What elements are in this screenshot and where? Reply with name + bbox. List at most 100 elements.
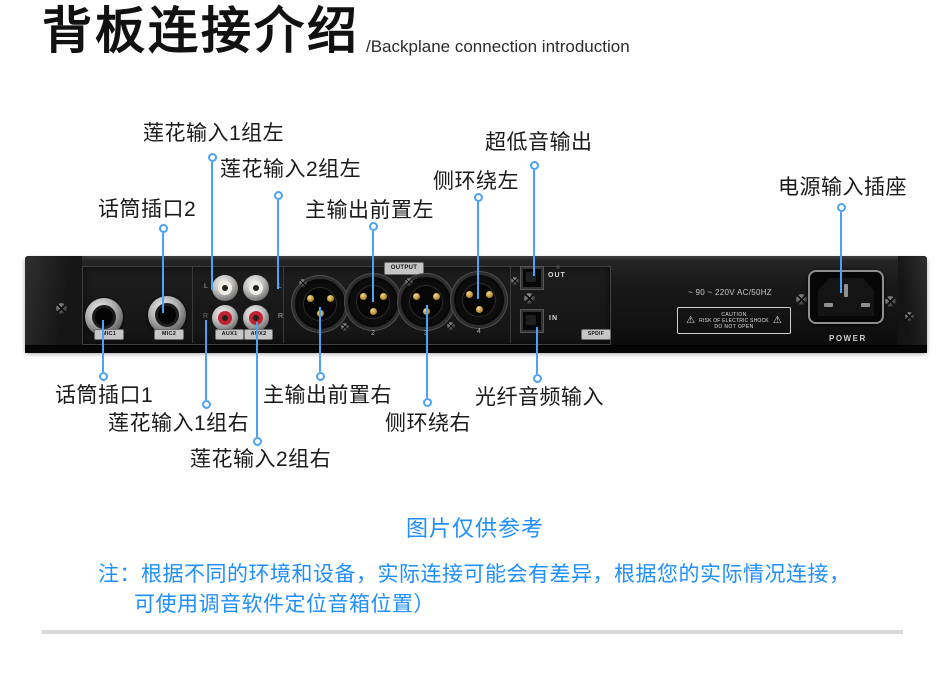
xlr-pin [380,293,387,300]
mic2-jack-hole [158,306,176,324]
rca-in2-left-hole [253,285,259,291]
optical-out-window [526,272,536,282]
callout-label-rca-input-2-left: 莲花输入2组左 [220,158,362,181]
panel-screw [796,294,807,305]
footer-divider [42,630,903,634]
callout-line-main-output-front-left [372,231,374,302]
callout-label-rca-input-1-right: 莲花输入1组右 [108,412,250,435]
rca-in1-right-hole [222,315,228,321]
callout-dot-power-input-socket [837,203,846,212]
callout-label-side-surround-left: 侧环绕左 [433,170,519,193]
callout-label-main-output-front-left: 主输出前置左 [305,199,434,222]
caution-text: CAUTION RISK OF ELECTRIC SHOCK DO NOT OP… [699,312,769,330]
channel-l-marker-right: L [278,283,283,290]
xlr-pin [360,293,367,300]
xlr-pin [466,291,473,298]
rca-in2-right-hole [253,315,259,321]
reference-note: 图片仅供参考 [405,516,544,541]
section-divider [283,266,284,343]
callout-dot-mic-jack-2 [159,224,168,233]
callout-line-rca-input-2-left [277,200,279,289]
panel-screw [405,278,413,286]
callout-line-rca-input-1-right [205,320,207,400]
aux2-label: AUX2 [245,330,272,339]
panel-screw [447,322,455,330]
power-inlet-pin [824,303,833,307]
mic1-jack-hole [95,308,113,326]
channel-r-marker-right: R [278,313,284,320]
caution-line-1: CAUTION [721,311,747,318]
xlr-pin [486,291,493,298]
aux1-label: AUX1 [216,330,243,339]
power-inlet-pin [861,303,870,307]
section-divider [192,266,193,343]
callout-dot-side-surround-right [423,398,432,407]
xlr-pin [476,306,483,313]
mic1-label: MIC1 [95,330,123,339]
callout-label-side-surround-right: 侧环绕右 [385,412,471,435]
callout-dot-rca-input-2-right [253,437,262,446]
callout-dot-rca-input-1-left [208,153,217,162]
callout-dot-rca-input-2-left [274,191,283,200]
xlr-pin [433,293,440,300]
callout-dot-main-output-front-left [369,222,378,231]
page-title: 背板连接介绍 [42,3,360,59]
callout-dot-optical-audio-input [533,374,542,383]
spdif-label: SPDIF [582,330,610,339]
panel-screw [524,293,535,304]
xlr-pin [327,295,334,302]
panel-screw [511,277,519,285]
pilot-hole [556,265,560,269]
callout-label-mic-jack-1: 话筒插口1 [55,384,154,407]
voltage-rating: ~ 90 ~ 220V AC/50HZ [688,288,772,297]
optical-in-label: IN [549,315,558,322]
panel-screw [299,279,307,287]
callout-dot-rca-input-1-right [202,400,211,409]
panel-screw [905,312,914,321]
callout-line-mic-jack-1 [102,320,104,372]
callout-line-optical-audio-input [536,327,538,374]
callout-dot-subwoofer-output [530,161,539,170]
channel-l-marker-left: L [204,283,209,290]
xlr-pin [413,293,420,300]
callout-line-side-surround-left [477,202,479,299]
panel-screw [341,323,349,331]
callout-line-power-input-socket [840,212,842,293]
caution-plate: ⚠ CAUTION RISK OF ELECTRIC SHOCK DO NOT … [677,307,791,334]
page-subtitle: /Backplane connection introduction [366,37,630,56]
callout-label-power-input-socket: 电源输入插座 [778,176,907,199]
optical-out-label: OUT [548,272,566,279]
callout-label-rca-input-1-left: 莲花输入1组左 [143,122,285,145]
power-label: POWER [829,334,867,343]
panel-screw [56,303,67,314]
callout-dot-main-output-front-right [316,372,325,381]
rca-in1-left-hole [222,285,228,291]
rack-ear-left [25,256,82,352]
callout-line-rca-input-2-right [256,322,258,437]
warning-triangle-icon: ⚠ [686,314,696,326]
panel-screw [885,296,896,307]
callout-label-subwoofer-output: 超低音输出 [485,131,593,154]
callout-label-rca-input-2-right: 莲花输入2组右 [190,448,332,471]
callout-line-side-surround-right [426,305,428,398]
xlr-number-2: 2 [371,330,375,337]
rack-ear-right [898,256,927,352]
callout-line-main-output-front-right [319,307,321,372]
channel-r-marker-left: R [203,313,209,320]
caution-line-2: RISK OF ELECTRIC SHOCK [699,317,769,324]
chassis-base [25,345,927,353]
callout-line-mic-jack-2 [162,233,164,313]
mic2-label: MIC2 [155,330,183,339]
output-group-label: OUTPUT [385,263,423,274]
callout-label-optical-audio-input: 光纤音频输入 [475,386,604,409]
callout-label-mic-jack-2: 话筒插口2 [98,198,197,221]
xlr-pin [307,295,314,302]
callout-dot-side-surround-left [474,193,483,202]
callout-dot-mic-jack-1 [99,372,108,381]
warning-triangle-icon: ⚠ [772,314,782,326]
optical-in-window [526,315,536,325]
xlr-number-4: 4 [477,328,481,335]
callout-label-main-output-front-right: 主输出前置右 [263,384,392,407]
xlr-output-4 [451,272,507,328]
